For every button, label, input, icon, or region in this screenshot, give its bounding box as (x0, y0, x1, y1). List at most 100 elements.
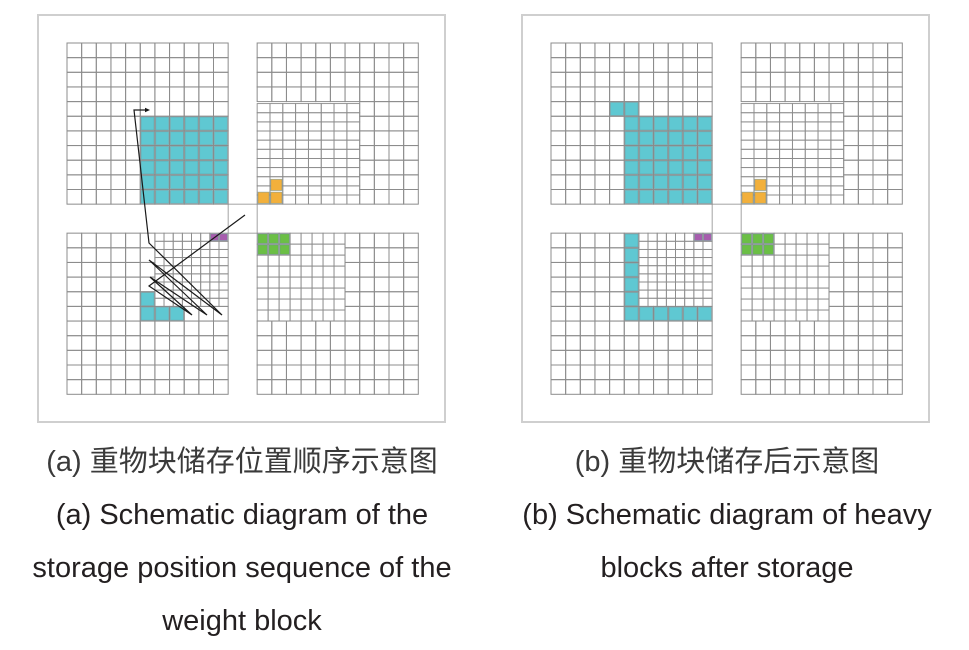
grid-cell (857, 247, 874, 263)
grid-cell (872, 232, 889, 249)
arrowhead-icon (145, 107, 150, 113)
green-block (763, 244, 774, 255)
grid-cell (565, 86, 581, 103)
grid-cell (95, 159, 112, 176)
grid-cell (169, 86, 185, 103)
fine-cell (656, 257, 667, 267)
grid-cell (872, 115, 889, 132)
cyan-block (140, 306, 155, 321)
grid-cell (623, 42, 640, 59)
grid-cell (344, 349, 361, 366)
grid-cell (638, 364, 655, 381)
grid-cell (110, 71, 127, 88)
fine-cell (218, 257, 229, 267)
grid-cell (843, 349, 859, 366)
fine-cell (346, 185, 361, 196)
grid-cell (256, 42, 273, 59)
cyan-block (199, 189, 214, 204)
grid-cell (373, 86, 390, 103)
grid-cell (169, 71, 185, 88)
grid-cell (872, 71, 889, 88)
grid-cell (95, 42, 112, 59)
grid-cell (857, 115, 874, 132)
grid-cell (81, 189, 97, 205)
cyan-block (697, 145, 712, 160)
grid-cell (565, 189, 581, 205)
grid-cell (110, 189, 127, 205)
grid-cell (315, 320, 331, 337)
grid-cell (799, 42, 815, 59)
grid-cell (285, 57, 302, 73)
grid-cell (682, 379, 699, 395)
fine-cell (256, 254, 269, 267)
fine-cell (766, 176, 781, 187)
grid-cell (550, 101, 567, 117)
grid-cell (887, 130, 903, 147)
fine-cell (806, 232, 819, 245)
fine-grid (256, 103, 361, 205)
grid-cell (95, 335, 112, 351)
cyan-block (213, 189, 228, 204)
grid-cell (813, 42, 830, 59)
fine-cell (830, 157, 845, 169)
fine-cell (656, 240, 667, 250)
grid-cell (66, 335, 83, 351)
grid-cell (623, 364, 640, 381)
grid-cell (359, 379, 375, 395)
grid-cell (565, 364, 581, 381)
fine-cell (320, 194, 335, 205)
grid-cell (594, 189, 611, 205)
fine-cell (320, 167, 335, 178)
grid-cell (315, 364, 331, 381)
grid-cell (373, 101, 390, 117)
grid-cell (271, 364, 287, 381)
grid-cell (550, 261, 567, 278)
grid-cell (95, 305, 112, 322)
grid-cell (565, 276, 581, 293)
grid-cell (887, 261, 903, 278)
fine-cell (256, 287, 269, 300)
grid-cell (139, 335, 156, 351)
fine-cell (665, 289, 676, 299)
fine-cell (675, 240, 686, 250)
grid-cell (872, 130, 889, 147)
fine-cell (289, 298, 302, 311)
fine-cell (200, 248, 211, 259)
grid-cell (843, 335, 859, 351)
grid-cell (300, 57, 317, 73)
grid-cell (359, 42, 375, 59)
grid-cell (154, 86, 171, 103)
grid-cell (623, 86, 640, 103)
grid-cell (594, 115, 611, 132)
fine-cell (163, 232, 174, 242)
fine-cell (200, 273, 211, 283)
fine-cell (830, 130, 845, 141)
fine-cell (320, 185, 335, 196)
grid-cell (95, 101, 112, 117)
fine-cell (665, 297, 676, 307)
grid-cell (843, 42, 859, 59)
grid-cell (95, 189, 112, 205)
fine-cell (753, 103, 768, 114)
grid-cell (125, 379, 141, 395)
grid-cell (66, 57, 83, 73)
fine-cell (784, 309, 797, 322)
grid-cell (594, 335, 611, 351)
grid-cell (857, 276, 874, 293)
grid-cell (887, 42, 903, 59)
fine-cell (693, 281, 704, 291)
fine-cell (638, 232, 649, 242)
fine-cell (675, 257, 686, 267)
caption-a-english-line-2: storage position sequence of the (32, 552, 452, 584)
grid-cell (81, 320, 97, 337)
cyan-block (639, 116, 654, 131)
fine-cell (795, 276, 808, 289)
grid-cell (213, 320, 229, 337)
grid-cell (828, 364, 845, 381)
fine-grid (256, 232, 346, 322)
fine-cell (638, 297, 649, 307)
grid-cell (813, 349, 830, 366)
grid-cell (359, 86, 375, 103)
grid-cell (359, 145, 375, 161)
grid-cell (285, 320, 302, 337)
